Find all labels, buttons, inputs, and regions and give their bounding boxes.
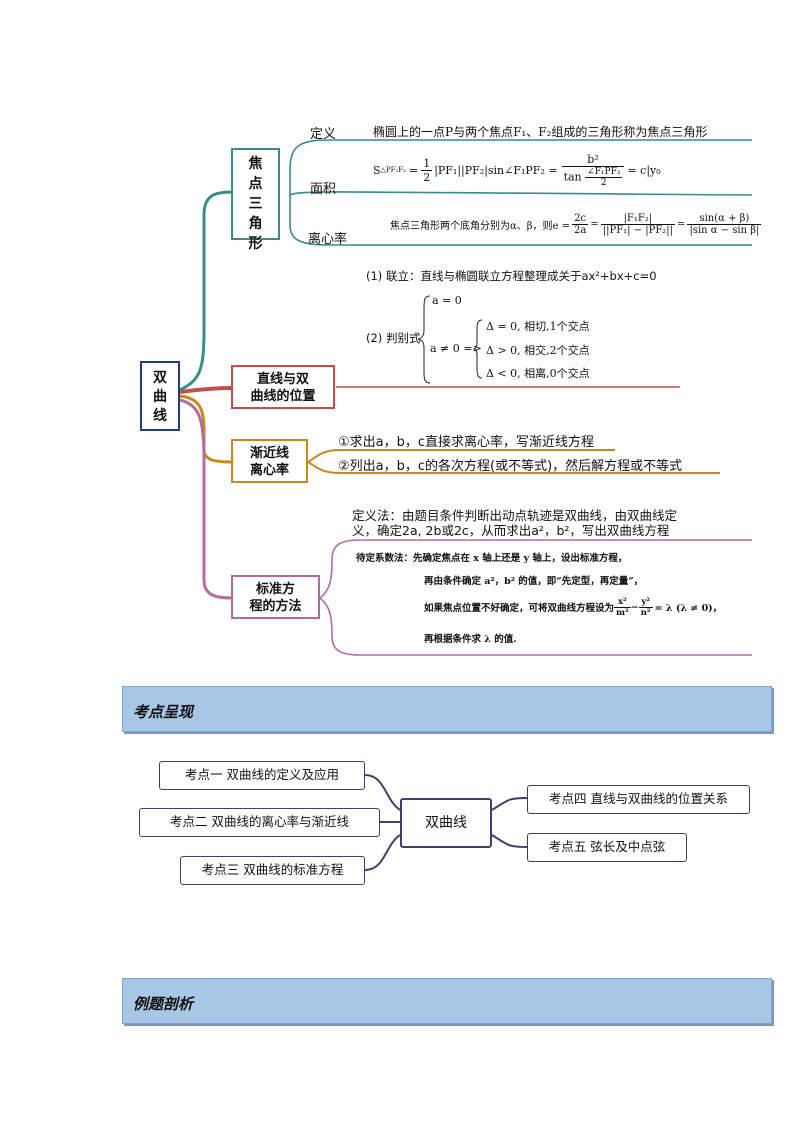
asymptote-node: 渐近线 离心率: [231, 439, 308, 483]
coefficient-method-line-1: 待定系数法：先确定焦点在 x 轴上还是 y 轴上，设出标准方程，: [356, 553, 628, 564]
focal-triangle-node: 焦点三角形: [231, 148, 280, 252]
section-title-examples: 例题剖析: [133, 995, 194, 1013]
discriminant-label: (2) 判别式: [366, 331, 421, 345]
case-a-nonzero: a ≠ 0 =>: [430, 342, 482, 355]
asymptote-item-1: ①求出a，b，c直接求离心率，写渐近线方程: [338, 435, 595, 450]
kaodian-5: 考点五 弦长及中点弦: [527, 833, 687, 862]
case-separate: Δ < 0, 相离,0个交点: [486, 367, 590, 380]
kaodian-4: 考点四 直线与双曲线的位置关系: [527, 785, 750, 814]
kaodian-1: 考点一 双曲线的定义及应用: [159, 761, 365, 790]
definition-label: 定义: [310, 127, 337, 142]
simultaneous-step: (1) 联立：直线与椭圆联立方程整理成关于ax²+bx+c=0: [366, 269, 657, 283]
definition-method-line-2: 义，确定2a, 2b或2c，从而求出a²，b²，写出双曲线方程: [352, 523, 670, 538]
eccentricity-label: 离心率: [308, 232, 348, 247]
definition-text: 椭圆上的一点P与两个焦点F₁、F₂组成的三角形称为焦点三角形: [373, 125, 708, 139]
case-intersect: Δ > 0, 相交,2个交点: [486, 344, 590, 357]
kaodian-2: 考点二 双曲线的离心率与渐近线: [139, 808, 380, 837]
kaodian-center: 双曲线: [400, 798, 492, 848]
asymptote-item-2: ②列出a，b，c的各次方程(或不等式)，然后解方程或不等式: [338, 459, 683, 474]
mindmap-center-label: 双曲线: [153, 370, 167, 424]
section-title-kaodian: 考点呈现: [133, 703, 194, 721]
coefficient-method-line-4: 再根据条件求 λ 的值.: [424, 634, 517, 645]
line-position-node: 直线与双 曲线的位置: [231, 365, 335, 409]
section-banner-kaodian: 考点呈现: [122, 686, 772, 732]
standard-equation-node: 标准方 程的方法: [231, 575, 320, 619]
case-tangent: Δ = 0, 相切,1个交点: [486, 320, 590, 333]
focal-triangle-title: 焦点三角形: [248, 156, 263, 252]
case-a-zero: a = 0: [432, 294, 462, 307]
coefficient-method-line-2: 再由条件确定 a²，b² 的值，即“先定型，再定量”，: [424, 576, 644, 587]
definition-method-line-1: 定义法：由题目条件判断出动点轨迹是双曲线，由双曲线定: [352, 508, 678, 523]
kaodian-3: 考点三 双曲线的标准方程: [180, 856, 365, 885]
section-banner-examples: 例题剖析: [122, 978, 772, 1024]
mindmap-center-node: 双曲线: [140, 361, 180, 431]
area-label: 面积: [310, 182, 337, 197]
